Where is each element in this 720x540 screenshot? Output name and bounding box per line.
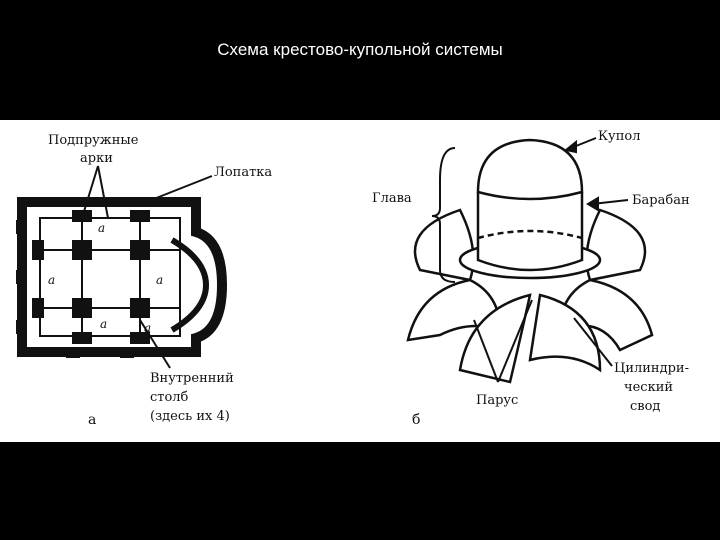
label-pilaster: Лопатка bbox=[214, 165, 272, 180]
inner-pier bbox=[130, 240, 150, 260]
pilaster-block bbox=[72, 332, 92, 344]
axon-marker: б bbox=[412, 412, 420, 428]
buttress bbox=[16, 220, 24, 234]
vault-petal bbox=[415, 210, 473, 280]
arch-mark: а bbox=[100, 317, 107, 331]
label-vault-line2: ческий bbox=[624, 380, 673, 395]
pilaster-block bbox=[32, 298, 44, 318]
label-pier-line2: столб bbox=[150, 390, 189, 405]
leader-line bbox=[98, 166, 108, 218]
inner-pier bbox=[72, 240, 92, 260]
label-vault-line3: свод bbox=[630, 399, 660, 414]
label-vault-line1: Цилиндри- bbox=[614, 361, 689, 376]
floor-plan: а а а а а bbox=[16, 166, 222, 368]
label-drum: Барабан bbox=[632, 193, 690, 208]
arrow-head bbox=[588, 198, 598, 210]
inner-pier bbox=[72, 298, 92, 318]
dome-system bbox=[408, 140, 652, 382]
slide-title: Схема крестово-купольной системы bbox=[0, 40, 720, 60]
buttress bbox=[66, 348, 80, 358]
arch-mark: а bbox=[48, 273, 55, 287]
apse bbox=[172, 240, 206, 330]
label-head: Глава bbox=[372, 191, 412, 206]
label-pier-line3: (здесь их 4) bbox=[150, 409, 230, 424]
plan-marker: а bbox=[88, 412, 96, 428]
label-dome: Купол bbox=[598, 129, 640, 144]
label-pendentive: Парус bbox=[476, 393, 518, 408]
buttress bbox=[16, 320, 24, 334]
diagram-svg: а а а а а Подпружные арки Лопатка Внутре… bbox=[0, 120, 720, 442]
diagram-panel: а а а а а Подпружные арки Лопатка Внутре… bbox=[0, 120, 720, 442]
buttress bbox=[120, 348, 134, 358]
arch-mark: а bbox=[98, 221, 105, 235]
arrow-head bbox=[566, 142, 576, 152]
label-springing-arches-line1: Подпружные bbox=[48, 133, 139, 148]
inner-pier bbox=[130, 298, 150, 318]
pilaster-block bbox=[130, 210, 150, 222]
pilaster-block bbox=[32, 240, 44, 260]
label-pier-line1: Внутренний bbox=[150, 371, 234, 386]
vault-petal bbox=[587, 210, 645, 280]
buttress bbox=[16, 270, 24, 284]
label-springing-arches-line2: арки bbox=[80, 151, 113, 166]
arch-mark: а bbox=[156, 273, 163, 287]
